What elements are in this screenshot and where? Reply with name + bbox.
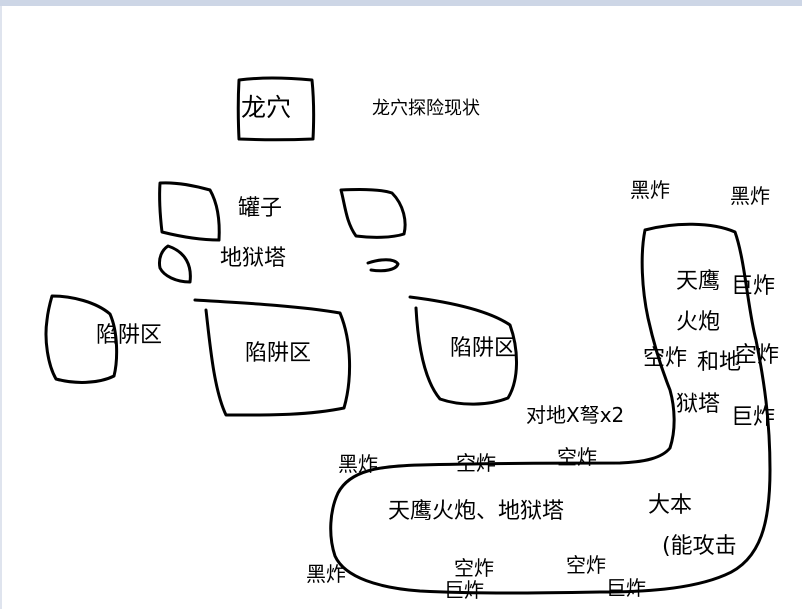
- hell-tower-label: 地狱塔: [220, 246, 287, 271]
- black-bomb-label-1: 黑炸: [630, 178, 670, 202]
- air-bomb-label-2: 空炸: [735, 343, 780, 368]
- trap-zone-label-3: 陷阱区: [450, 336, 517, 361]
- cannon-label: 火炮: [676, 310, 721, 335]
- trap-zone-right: [408, 295, 518, 406]
- jars-label: 罐子: [238, 196, 283, 221]
- town-hall-label: 大本: [648, 493, 693, 518]
- air-bomb-label-1: 空炸: [643, 346, 688, 371]
- trap-zone-label-2: 陷阱区: [245, 341, 312, 366]
- dragon-den-label: 龙穴: [241, 93, 292, 122]
- air-bomb-label-4: 空炸: [557, 445, 597, 469]
- defense-loop-path: [329, 222, 772, 595]
- air-bomb-label-3: 空炸: [456, 451, 496, 475]
- giant-bomb-label-3: 巨炸: [444, 578, 484, 602]
- hell-tower-shape-right: [366, 258, 400, 273]
- window-top-bar: [0, 0, 802, 6]
- eagle-label: 天鹰: [676, 269, 721, 294]
- jar-shape-left: [158, 181, 221, 242]
- and-hell-label: 和地: [697, 350, 742, 375]
- trap-zone-label-1: 陷阱区: [96, 323, 163, 348]
- black-bomb-label-4: 黑炸: [306, 562, 346, 586]
- trap-zone-center: [193, 298, 352, 417]
- giant-bomb-label-1: 巨炸: [731, 274, 776, 299]
- jar-shape-right: [339, 187, 407, 239]
- black-bomb-label-2: 黑炸: [730, 184, 770, 208]
- dragon-den-box: [236, 76, 316, 142]
- hell-tower-shape-left: [158, 244, 192, 284]
- trap-zone-left: [44, 294, 119, 384]
- can-attack-label: (能攻击: [662, 534, 737, 559]
- page-title: 龙穴探险现状: [372, 98, 480, 119]
- window-left-edge: [0, 6, 2, 609]
- ground-xbow-label: 对地X弩x2: [526, 403, 625, 427]
- tower-label: 狱塔: [676, 392, 721, 417]
- air-bomb-label-5: 空炸: [454, 556, 494, 580]
- giant-bomb-label-2: 巨炸: [731, 405, 776, 430]
- giant-bomb-label-4: 巨炸: [606, 576, 646, 600]
- eagle-cannon-hell-label: 天鹰火炮、地狱塔: [388, 499, 565, 524]
- air-bomb-label-6: 空炸: [566, 553, 606, 577]
- black-bomb-label-3: 黑炸: [338, 452, 378, 476]
